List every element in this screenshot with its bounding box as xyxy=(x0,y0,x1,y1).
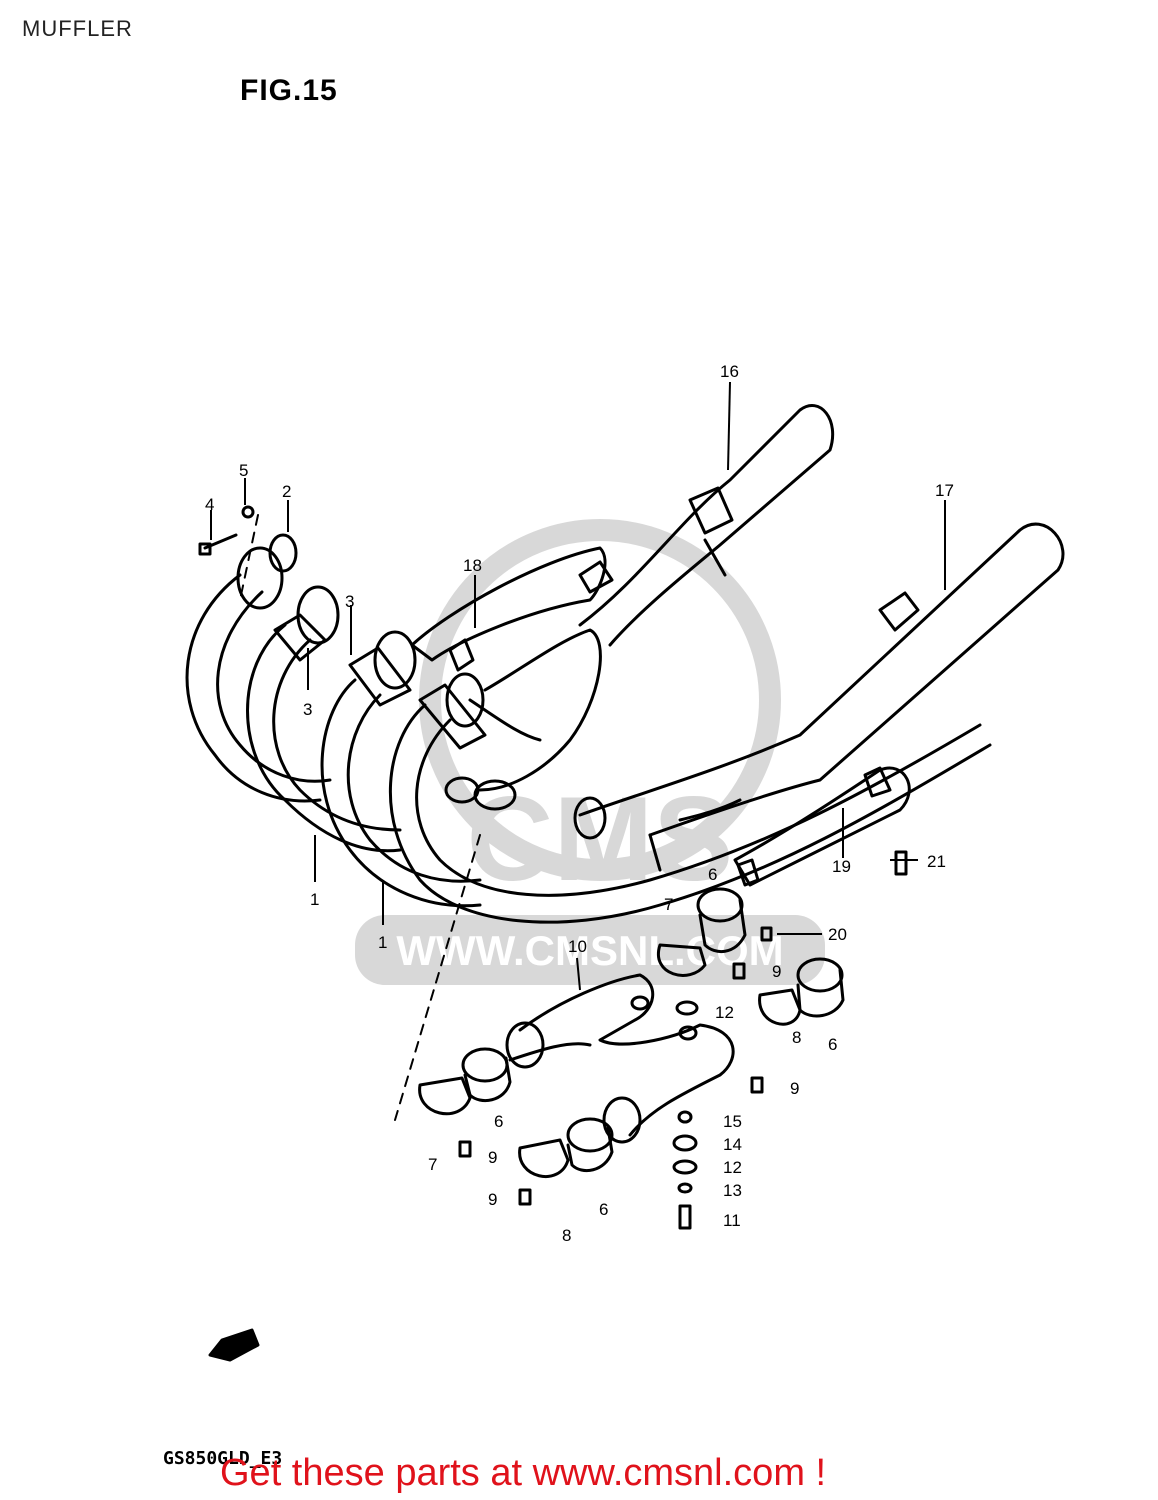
heat-shield-19 xyxy=(733,766,911,887)
clamp-8b xyxy=(518,1138,570,1178)
exhaust-pipe-4 xyxy=(388,703,992,924)
callout-15: 15 xyxy=(723,1112,742,1131)
crossover-pipe-10 xyxy=(505,973,735,1144)
callout-7b: 7 xyxy=(428,1155,437,1174)
muffler-right-16 xyxy=(578,404,835,647)
watermark-brand: CMS xyxy=(467,772,734,906)
sleeve-6c xyxy=(461,1047,512,1103)
bolt-9d xyxy=(518,1188,532,1206)
callout-6d: 6 xyxy=(599,1200,608,1219)
bolt-9b xyxy=(750,1076,764,1094)
callout-9b: 9 xyxy=(790,1079,799,1098)
callout-8b: 8 xyxy=(562,1226,571,1245)
pipe-flange-3a xyxy=(273,585,340,662)
grommet-14 xyxy=(672,1134,698,1152)
heat-shield-18 xyxy=(410,546,614,672)
exhaust-pipe-3 xyxy=(320,678,482,908)
alignment-line xyxy=(394,834,481,1121)
callout-9a: 9 xyxy=(772,962,781,981)
bolt-21 xyxy=(894,850,908,876)
figure-label: FIG.15 xyxy=(240,74,338,107)
pipe-flange-2 xyxy=(236,533,298,610)
lock-washer-13 xyxy=(677,1182,693,1194)
callout-5: 5 xyxy=(239,461,248,480)
callout-4: 4 xyxy=(205,495,214,514)
callout-11: 11 xyxy=(723,1211,741,1230)
callout-9d: 9 xyxy=(488,1190,497,1209)
callout-20: 20 xyxy=(828,925,847,944)
washer-12a xyxy=(675,1000,699,1016)
watermark-ring xyxy=(419,519,781,881)
forward-arrow-icon xyxy=(208,1328,260,1362)
collector-pipe xyxy=(444,628,602,811)
callout-17: 17 xyxy=(935,481,954,500)
callout-19: 19 xyxy=(832,857,851,876)
callout-12b: 12 xyxy=(723,1158,742,1177)
leader-lines xyxy=(210,381,946,991)
callout-18: 18 xyxy=(463,556,482,575)
model-code: GS850GLD_E3 xyxy=(163,1448,283,1469)
promo-link[interactable]: Get these parts at www.cmsnl.com ! xyxy=(220,1452,827,1494)
callout-6c: 6 xyxy=(494,1112,503,1131)
sleeve-6d xyxy=(566,1117,614,1173)
callout-16: 16 xyxy=(720,362,739,381)
callout-3a: 3 xyxy=(345,592,354,611)
watermark: CMS WWW.CMSNL.COM xyxy=(355,519,825,985)
callout-1a: 1 xyxy=(310,890,319,909)
clamp-7a xyxy=(656,943,707,977)
pipe-flange-3c xyxy=(418,672,487,750)
bolt-9a xyxy=(732,962,746,980)
watermark-banner xyxy=(355,915,825,985)
pipe-flange-3b xyxy=(348,630,417,707)
clamp-7b xyxy=(418,1076,472,1116)
sleeve-6a xyxy=(696,887,747,954)
flange-bolt xyxy=(198,533,238,556)
callout-14: 14 xyxy=(723,1135,742,1154)
clamp-8a xyxy=(758,988,802,1026)
callout-1b: 1 xyxy=(378,933,387,952)
bolt-20 xyxy=(760,926,773,942)
flange-nut xyxy=(241,505,255,519)
callout-21: 21 xyxy=(927,852,946,871)
callout-13: 13 xyxy=(723,1181,742,1200)
callout-7a: 7 xyxy=(664,895,673,914)
callout-labels: 1 1 2 3 3 4 5 6 6 6 6 7 7 8 8 9 9 9 9 10… xyxy=(205,362,954,1245)
callout-10: 10 xyxy=(568,937,587,956)
callout-6a: 6 xyxy=(708,865,717,884)
bolt-11 xyxy=(678,1204,692,1230)
callout-9c: 9 xyxy=(488,1148,497,1167)
muffler-left-17 xyxy=(573,522,1065,872)
exhaust-pipe-2 xyxy=(246,623,402,853)
page-title: MUFFLER xyxy=(22,16,133,41)
exhaust-pipe-1 xyxy=(185,573,332,803)
nut-15 xyxy=(677,1110,693,1124)
callout-2: 2 xyxy=(282,482,291,501)
callout-6b: 6 xyxy=(828,1035,837,1054)
callout-12a: 12 xyxy=(715,1003,734,1022)
callout-8a: 8 xyxy=(792,1028,801,1047)
alignment-line-2 xyxy=(239,514,259,601)
callout-3b: 3 xyxy=(303,700,312,719)
bolt-9c xyxy=(458,1140,472,1158)
washer-12b xyxy=(672,1159,698,1175)
